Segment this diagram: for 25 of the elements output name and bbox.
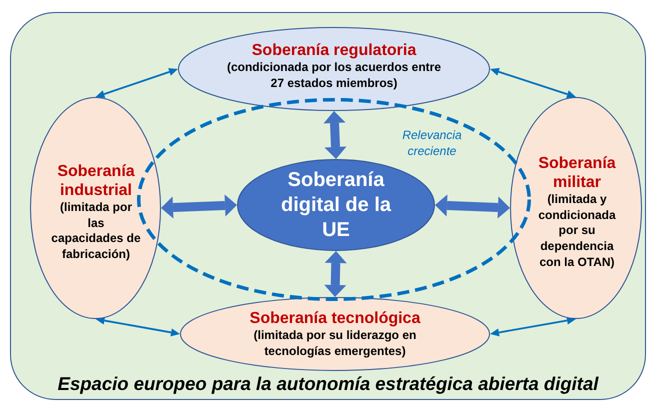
node-description: (condicionada por los acuerdos entre 27 estados miembros)	[226, 60, 442, 92]
arrow	[96, 68, 178, 98]
sovereignty-ellipse	[178, 27, 490, 111]
panel-caption: Espacio europeo para la autonomía estratégica abierta digital	[58, 373, 598, 395]
sovereignty-ellipse	[30, 97, 161, 319]
node-description: (limitada por las capacidades de fabricación)	[50, 200, 142, 262]
block-arrow	[435, 194, 510, 218]
block-arrow	[324, 111, 346, 159]
central-label: Soberanía digital de la UE	[280, 168, 392, 242]
node-description: (limitada y condicionada por su dependencia con la OTAN)	[537, 192, 617, 270]
node-title: Soberanía militar	[537, 154, 617, 192]
node-description: (limitada por su liderazgo en tecnologías emergentes)	[252, 328, 418, 360]
arrow	[96, 316, 180, 336]
node-title: Soberanía industrial	[56, 162, 136, 200]
node-title: Soberanía tecnológica	[250, 308, 420, 328]
arrow	[490, 316, 576, 336]
block-arrow	[324, 251, 347, 297]
node-title: Soberanía regulatoria	[252, 40, 416, 60]
sovereignty-ellipse	[180, 297, 490, 371]
arrow	[490, 68, 576, 98]
ellipse-label: Relevancia creciente	[401, 128, 463, 160]
space-panel	[10, 12, 646, 400]
sovereignty-ellipse	[510, 97, 642, 319]
block-arrow	[161, 194, 237, 219]
central-ellipse	[237, 159, 435, 251]
